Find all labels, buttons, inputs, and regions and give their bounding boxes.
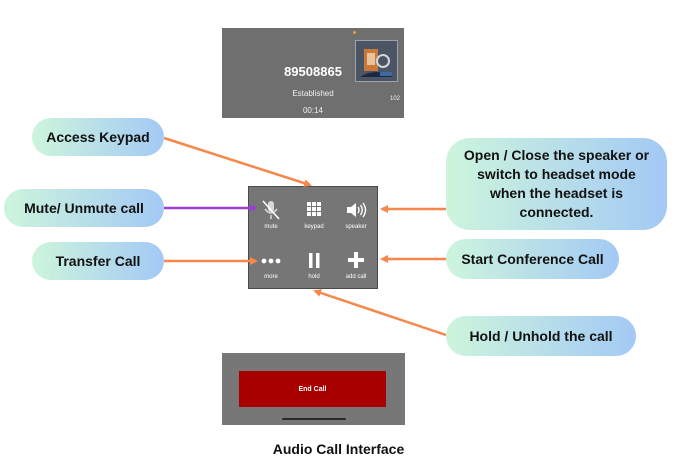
callout-hold-unhold: Hold / Unhold the call bbox=[446, 316, 636, 356]
speaker-label: speaker bbox=[345, 224, 367, 230]
hold-button[interactable]: hold bbox=[294, 243, 334, 283]
keypad-grid-icon bbox=[302, 199, 326, 221]
callout-speaker-headset: Open / Close the speaker or switch to he… bbox=[446, 138, 667, 230]
keypad-button[interactable]: keypad bbox=[294, 193, 334, 233]
diagram-caption: Audio Call Interface bbox=[272, 441, 405, 457]
more-dots-icon bbox=[259, 249, 283, 271]
more-button[interactable]: more bbox=[251, 243, 291, 283]
arrow-access-keypad bbox=[163, 136, 312, 187]
callout-transfer-call: Transfer Call bbox=[32, 242, 164, 280]
phone-number: 89508865 bbox=[284, 64, 342, 79]
hold-label: hold bbox=[308, 274, 320, 280]
indicator-dot bbox=[353, 31, 356, 34]
plus-icon bbox=[344, 249, 368, 271]
home-indicator bbox=[282, 418, 346, 420]
end-call-button[interactable]: End Call bbox=[239, 371, 386, 407]
keypad-label: keypad bbox=[304, 224, 324, 230]
call-controls-panel: mute keypad speaker bbox=[248, 186, 378, 289]
end-call-panel: End Call bbox=[222, 353, 405, 425]
call-timer: 00:14 bbox=[302, 106, 324, 115]
callout-start-conference: Start Conference Call bbox=[446, 239, 619, 279]
pause-icon bbox=[302, 249, 326, 271]
add-call-label: add call bbox=[345, 274, 367, 280]
call-header-panel: 89508865 Established 00:14 102 bbox=[222, 28, 404, 118]
app-logo bbox=[355, 40, 398, 82]
mute-button[interactable]: mute bbox=[251, 193, 291, 233]
speaker-button[interactable]: speaker bbox=[336, 193, 376, 233]
mute-label: mute bbox=[264, 224, 278, 230]
call-status: Established bbox=[292, 89, 334, 98]
add-call-button[interactable]: add call bbox=[336, 243, 376, 283]
more-label: more bbox=[264, 274, 278, 280]
callout-access-keypad: Access Keypad bbox=[32, 118, 164, 156]
microphone-off-icon bbox=[259, 199, 283, 221]
extension-number: 102 bbox=[389, 96, 400, 102]
speaker-icon bbox=[344, 199, 368, 221]
arrow-hold bbox=[313, 289, 447, 337]
callout-mute-unmute: Mute/ Unmute call bbox=[4, 189, 164, 227]
